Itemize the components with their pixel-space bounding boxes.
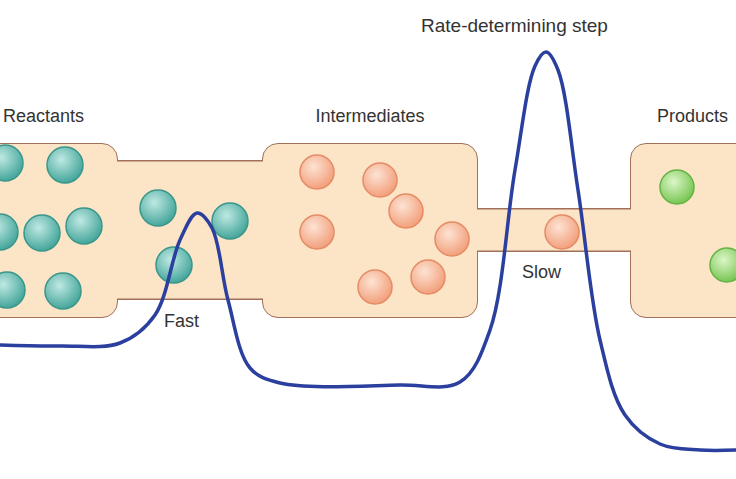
reaction-chamber: Products <box>630 143 736 318</box>
reaction-chamber: Intermediates <box>262 143 478 318</box>
callout-label: Rate-determining step <box>421 15 608 37</box>
intermediate-molecule <box>545 215 579 249</box>
reaction-chamber: Reactants <box>0 143 118 318</box>
reactant-molecule <box>156 247 192 283</box>
step-speed-label: Slow <box>522 262 561 283</box>
channel-fill <box>115 162 265 299</box>
reactant-molecule <box>140 190 176 226</box>
stage-heading: Reactants <box>3 106 84 127</box>
reactant-molecule <box>212 203 248 239</box>
step-speed-label: Fast <box>164 311 199 332</box>
channel-connector <box>115 230 265 231</box>
stage-heading: Products <box>657 106 728 127</box>
channel-connector <box>475 230 633 231</box>
channel-fill <box>475 210 633 251</box>
stage-heading: Intermediates <box>263 106 477 127</box>
